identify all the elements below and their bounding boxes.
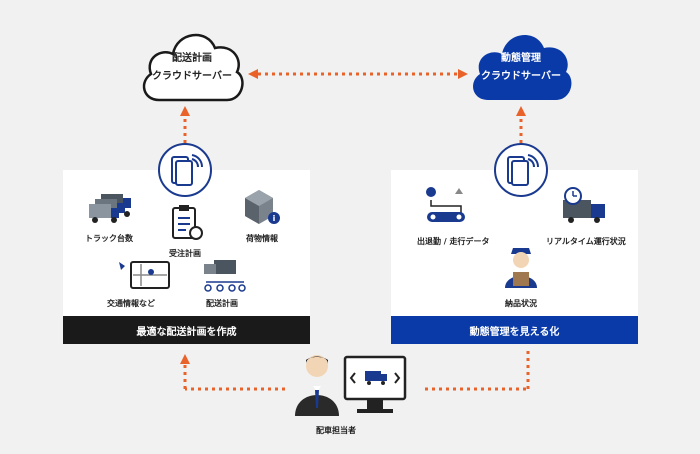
truck-fleet-icon — [89, 194, 131, 223]
cargo-info-label: 荷物情報 — [246, 234, 278, 243]
cloud-filled-icon — [473, 35, 572, 100]
left-cloud-line2: クラウドサーバー — [152, 71, 232, 82]
cloud-outline-icon — [142, 33, 244, 102]
left-cloud-line1: 配送計画 — [172, 53, 212, 64]
truck-count-label: トラック台数 — [85, 234, 133, 243]
right-connect-circle — [494, 143, 548, 197]
delivery-status-label: 納品状況 — [505, 299, 537, 308]
package-info-icon: i — [245, 190, 280, 224]
smartphone-signal-icon — [171, 154, 204, 186]
right-cloud-line1: 動態管理 — [501, 53, 541, 64]
delivery-person-icon — [505, 248, 537, 288]
clipboard-gear-icon — [172, 205, 203, 240]
dispatcher-person-icon — [295, 355, 339, 416]
delivery-plan-label: 配送計画 — [206, 299, 238, 308]
traffic-info-label: 交通情報など — [107, 299, 155, 308]
visualize-motion-bar: 動態管理を見える化 — [391, 316, 638, 344]
optimal-plan-bar: 最適な配送計画を作成 — [63, 316, 310, 344]
realtime-status-label: リアルタイム運行状況 — [546, 237, 626, 246]
bottom-left-arrow — [180, 354, 190, 364]
traffic-map-icon — [119, 261, 170, 289]
right-uplink-arrow — [516, 106, 526, 116]
svg-text:i: i — [273, 214, 276, 223]
left-uplink-arrow — [180, 106, 190, 116]
order-plan-label: 受注計画 — [169, 249, 201, 258]
dispatcher-label: 配車担当者 — [316, 426, 356, 435]
right-cloud-line2: クラウドサーバー — [481, 71, 561, 82]
departure-data-label: 出退勤 / 走行データ — [417, 237, 490, 246]
route-data-icon — [426, 187, 465, 222]
left-connect-circle — [158, 143, 212, 197]
delivery-route-icon — [204, 260, 246, 292]
monitor-icon — [343, 355, 407, 413]
arrow-head-right — [458, 69, 468, 79]
delivery-plan-cloud: 配送計画 クラウドサーバー — [137, 18, 247, 104]
realtime-truck-icon — [563, 187, 605, 223]
motion-management-cloud: 動態管理 クラウドサーバー — [466, 18, 576, 104]
arrow-head-left — [248, 69, 258, 79]
smartphone-signal-icon — [507, 154, 540, 186]
